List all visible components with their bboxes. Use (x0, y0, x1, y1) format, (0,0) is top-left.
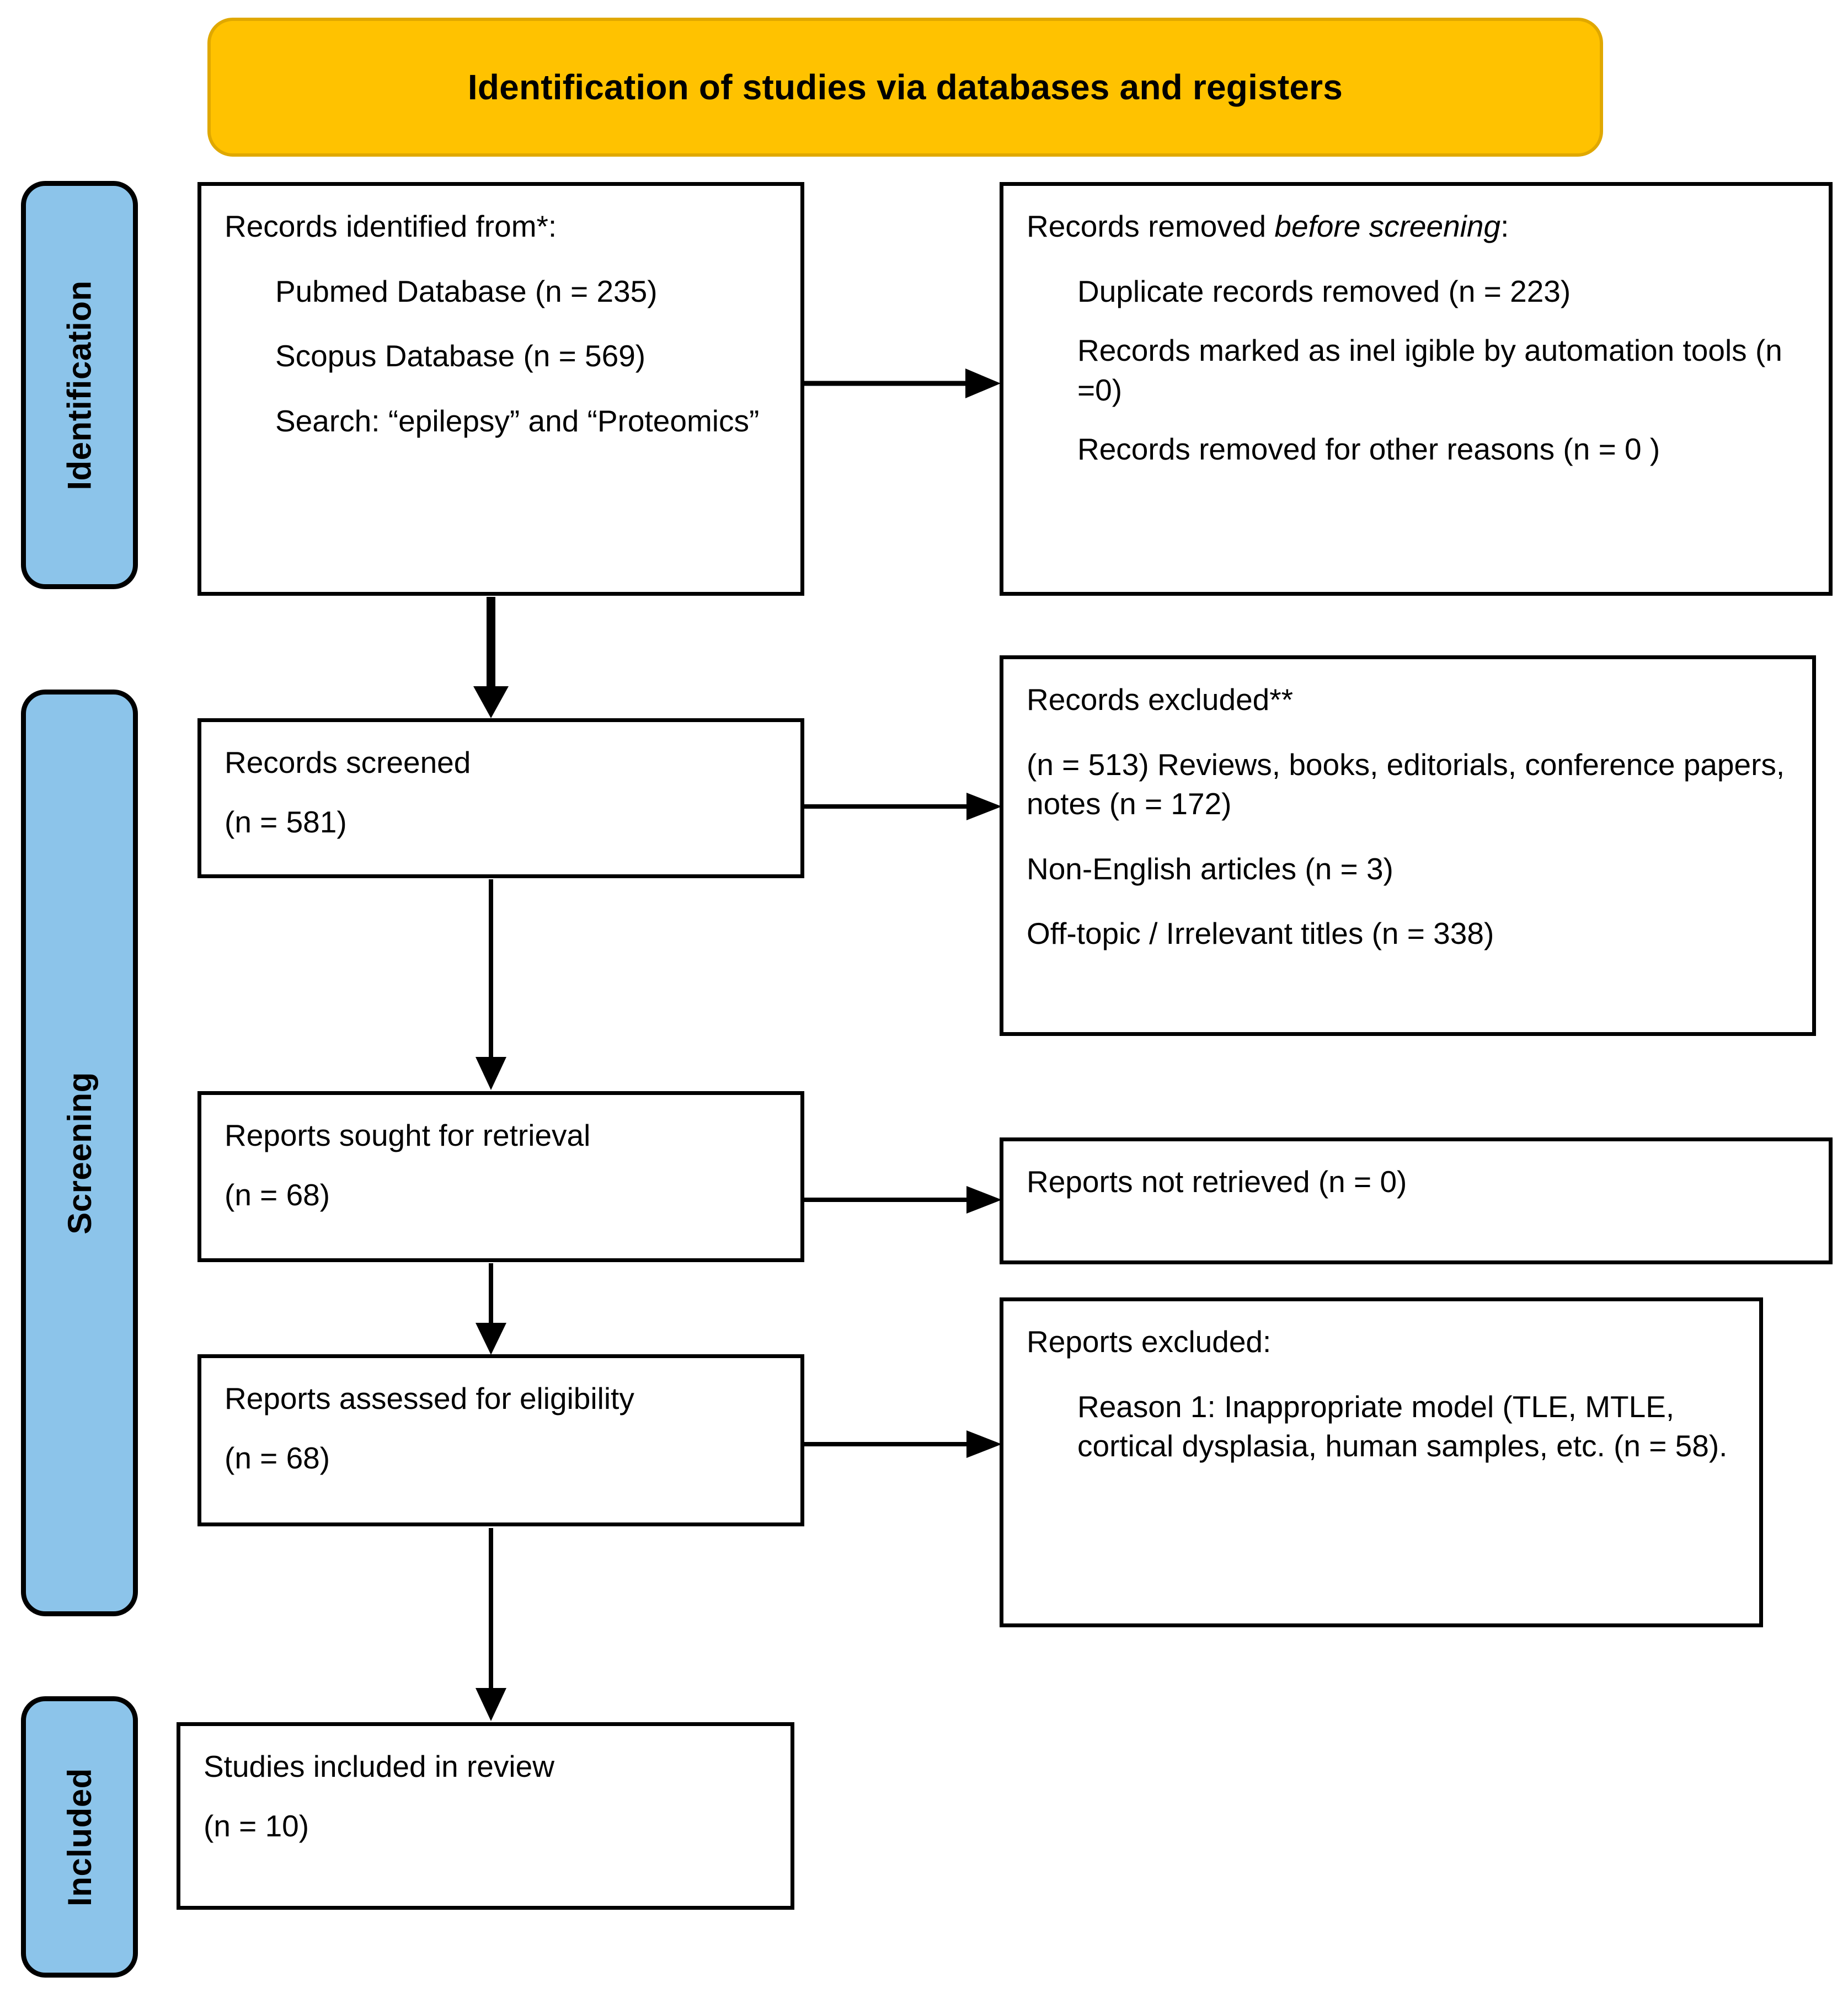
phase-band-included: Included (21, 1696, 138, 1978)
records-removed-automation: Records marked as inel igible by automat… (1077, 333, 1782, 407)
diagram-header-banner: Identification of studies via databases … (207, 18, 1603, 157)
records-removed-heading: Records removed before screening: (1027, 207, 1806, 247)
phase-label-identification: Identification (61, 280, 98, 490)
box-reports-assessed-for-eligibility: Reports assessed for eligibility (n = 68… (197, 1354, 804, 1526)
records-identified-scopus: Scopus Database (n = 569) (275, 339, 646, 373)
reports-not-retrieved-heading: Reports not retrieved (n = 0) (1027, 1164, 1407, 1199)
records-screened-count: (n = 581) (225, 804, 347, 839)
arrow-sought-to-eligibility (466, 1263, 516, 1356)
studies-included-heading: Studies included in review (204, 1749, 554, 1783)
records-removed-duplicate: Duplicate records removed (n = 223) (1077, 274, 1571, 308)
phase-band-identification: Identification (21, 181, 138, 589)
arrow-eligibility-to-reports-excluded (804, 1428, 1003, 1461)
phase-band-screening: Screening (21, 690, 138, 1616)
reports-sought-count: (n = 68) (225, 1177, 330, 1212)
reports-excluded-reason-1: Reason 1: Inappropriate model (TLE, MTLE… (1077, 1389, 1728, 1463)
records-excluded-nonenglish: Non-English articles (n = 3) (1027, 851, 1393, 886)
arrow-identified-to-removed (804, 364, 1003, 403)
records-excluded-heading: Records excluded** (1027, 682, 1294, 717)
records-removed-other: Records removed for other reasons (n = 0… (1077, 432, 1660, 466)
records-identified-search: Search: “epilepsy” and “Proteomics” (275, 403, 760, 438)
arrow-identified-to-screened (466, 597, 516, 719)
page-title: Identification of studies via databases … (467, 67, 1343, 107)
box-records-removed-before-screening: Records removed before screening: Duplic… (1000, 182, 1833, 596)
arrow-sought-to-not-retrieved (804, 1183, 1003, 1216)
reports-excluded-heading: Reports excluded: (1027, 1324, 1272, 1359)
reports-eligibility-heading: Reports assessed for eligibility (225, 1381, 634, 1415)
arrow-eligibility-to-included (466, 1528, 516, 1722)
box-records-identified: Records identified from*: Pubmed Databas… (197, 182, 804, 596)
records-identified-heading: Records identified from*: (225, 209, 557, 243)
records-excluded-offtopic: Off-topic / Irrelevant titles (n = 338) (1027, 916, 1494, 950)
reports-eligibility-count: (n = 68) (225, 1440, 330, 1475)
records-excluded-reviews: (n = 513) Reviews, books, editorials, co… (1027, 747, 1785, 821)
records-removed-heading-prefix: Records removed (1027, 209, 1275, 243)
arrow-screened-to-excluded (804, 790, 1003, 823)
records-identified-pubmed: Pubmed Database (n = 235) (275, 274, 658, 308)
box-reports-sought-for-retrieval: Reports sought for retrieval (n = 68) (197, 1091, 804, 1262)
reports-sought-heading: Reports sought for retrieval (225, 1118, 591, 1152)
studies-included-count: (n = 10) (204, 1808, 309, 1843)
records-removed-heading-italic: before screening (1274, 209, 1501, 243)
box-reports-excluded: Reports excluded: Reason 1: Inappropriat… (1000, 1297, 1763, 1627)
phase-label-screening: Screening (61, 1071, 98, 1235)
arrow-screened-to-sought (466, 879, 516, 1091)
box-studies-included-in-review: Studies included in review (n = 10) (177, 1722, 794, 1910)
box-records-excluded: Records excluded** (n = 513) Reviews, bo… (1000, 655, 1816, 1036)
records-removed-heading-suffix: : (1500, 209, 1509, 243)
phase-label-included: Included (61, 1767, 98, 1906)
box-records-screened: Records screened (n = 581) (197, 718, 804, 878)
records-screened-heading: Records screened (225, 745, 471, 779)
box-reports-not-retrieved: Reports not retrieved (n = 0) (1000, 1137, 1833, 1264)
